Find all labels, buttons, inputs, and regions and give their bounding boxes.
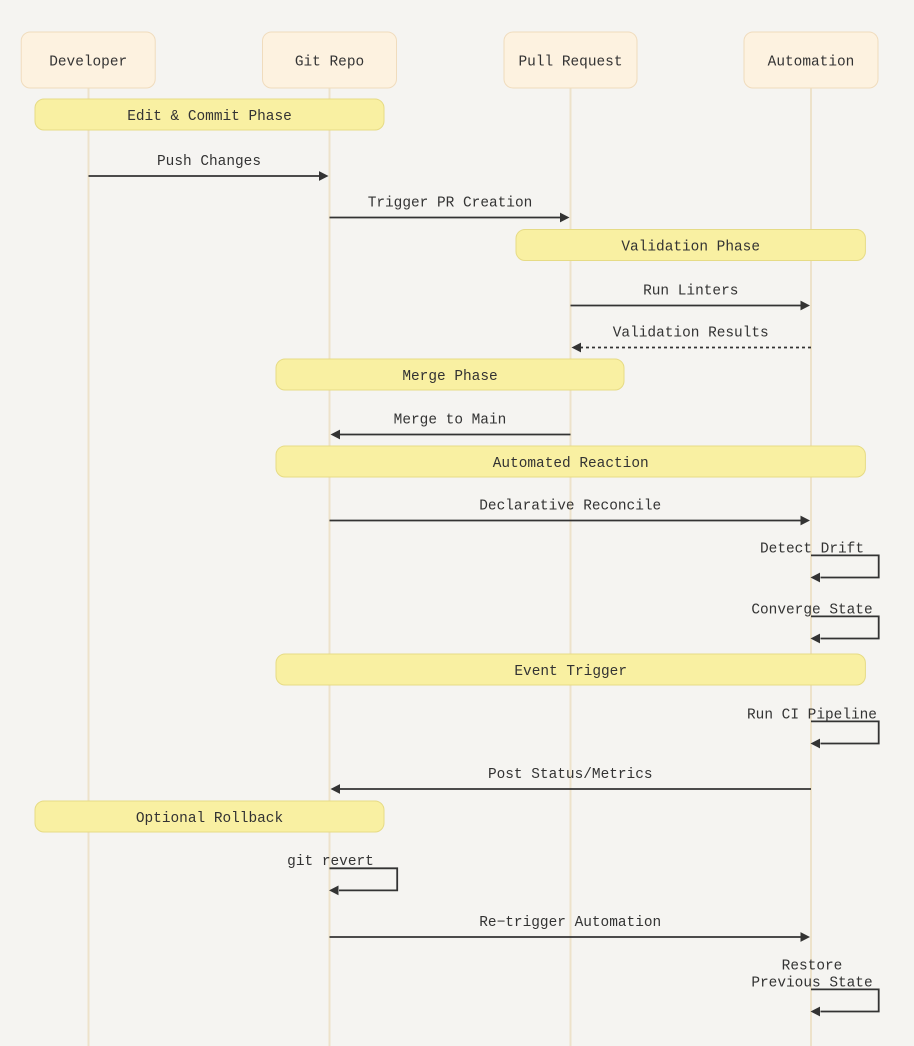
svg-text:Re−trigger Automation: Re−trigger Automation — [479, 915, 661, 931]
svg-text:Automation: Automation — [768, 54, 855, 70]
svg-text:Developer: Developer — [49, 54, 127, 70]
svg-text:Validation Phase: Validation Phase — [621, 240, 760, 256]
svg-text:Run Linters: Run Linters — [643, 283, 738, 299]
svg-text:Declarative Reconcile: Declarative Reconcile — [479, 498, 661, 514]
svg-text:Post Status/Metrics: Post Status/Metrics — [488, 767, 653, 783]
svg-text:Merge to Main: Merge to Main — [394, 412, 507, 428]
svg-text:Git Repo: Git Repo — [295, 54, 364, 70]
svg-text:Automated Reaction: Automated Reaction — [493, 456, 649, 472]
svg-text:Pull Request: Pull Request — [519, 54, 623, 70]
svg-text:Restore: Restore — [782, 958, 843, 974]
svg-text:Trigger PR Creation: Trigger PR Creation — [368, 195, 533, 211]
svg-text:git revert: git revert — [287, 854, 374, 870]
svg-text:Merge Phase: Merge Phase — [402, 369, 497, 385]
svg-text:Converge State: Converge State — [751, 602, 872, 618]
svg-text:Push Changes: Push Changes — [157, 154, 261, 170]
svg-text:Optional Rollback: Optional Rollback — [136, 811, 283, 827]
svg-text:Previous State: Previous State — [751, 975, 872, 991]
svg-text:Detect Drift: Detect Drift — [760, 541, 864, 557]
svg-text:Validation Results: Validation Results — [613, 325, 769, 341]
svg-text:Run CI Pipeline: Run CI Pipeline — [747, 707, 877, 723]
svg-text:Event Trigger: Event Trigger — [514, 664, 627, 680]
svg-text:Edit & Commit Phase: Edit & Commit Phase — [127, 109, 292, 125]
